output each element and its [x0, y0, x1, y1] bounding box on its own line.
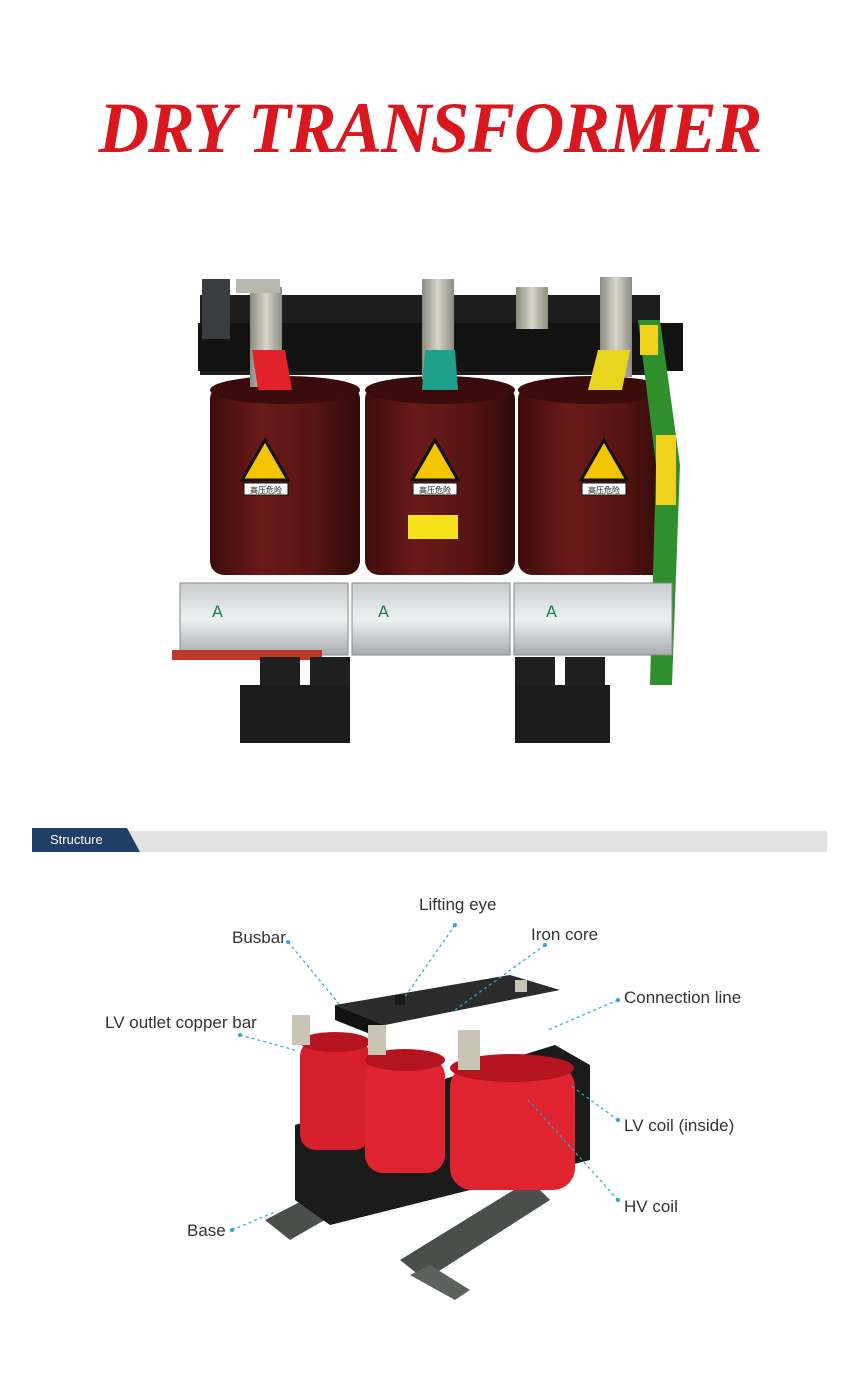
leader-lv-coil	[569, 1084, 619, 1121]
leader-connection-line	[547, 999, 619, 1031]
svg-text:A: A	[212, 602, 223, 621]
label-base: Base	[187, 1221, 226, 1240]
coil-red-left	[300, 1032, 370, 1150]
label-busbar: Busbar	[232, 928, 286, 947]
leader-iron-core	[454, 944, 546, 1011]
coil-red-middle	[365, 1049, 445, 1173]
svg-text:高压危险: 高压危险	[250, 485, 282, 495]
leader-hv-coil	[527, 1099, 619, 1201]
structure-tab	[32, 828, 140, 852]
structure-header-bar	[32, 831, 827, 852]
label-hv-coil: HV coil	[624, 1197, 678, 1216]
svg-text:高压危险: 高压危险	[419, 485, 451, 495]
label-lv-outlet-copper-bar: LV outlet copper bar	[105, 1013, 257, 1032]
warning-sign-middle: 高压危险	[408, 436, 461, 539]
dry-transformer-photo: 高压危险 高压危险 高压危险 A A A	[172, 277, 683, 743]
label-iron-core: Iron core	[531, 925, 599, 944]
warning-sign-right: 高压危险	[578, 436, 630, 496]
leader-lv-outlet	[239, 1034, 296, 1051]
svg-text:A: A	[546, 602, 557, 621]
coil-red-right	[450, 1054, 575, 1190]
label-connection-line: Connection line	[624, 988, 742, 1007]
svg-text:A: A	[378, 602, 389, 621]
svg-text:高压危险: 高压危险	[588, 485, 620, 495]
structure-tab-label: Structure	[50, 832, 103, 847]
structure-diagram	[230, 923, 620, 1300]
leader-base	[231, 1211, 276, 1231]
leader-lifting-eye	[403, 924, 456, 999]
page-title: DRY TRANSFORMER	[98, 88, 763, 168]
leader-busbar	[287, 941, 341, 1006]
label-lifting-eye: Lifting eye	[419, 895, 497, 914]
warning-sign-left: 高压危险	[239, 436, 291, 496]
label-lv-coil: LV coil (inside)	[624, 1116, 735, 1135]
